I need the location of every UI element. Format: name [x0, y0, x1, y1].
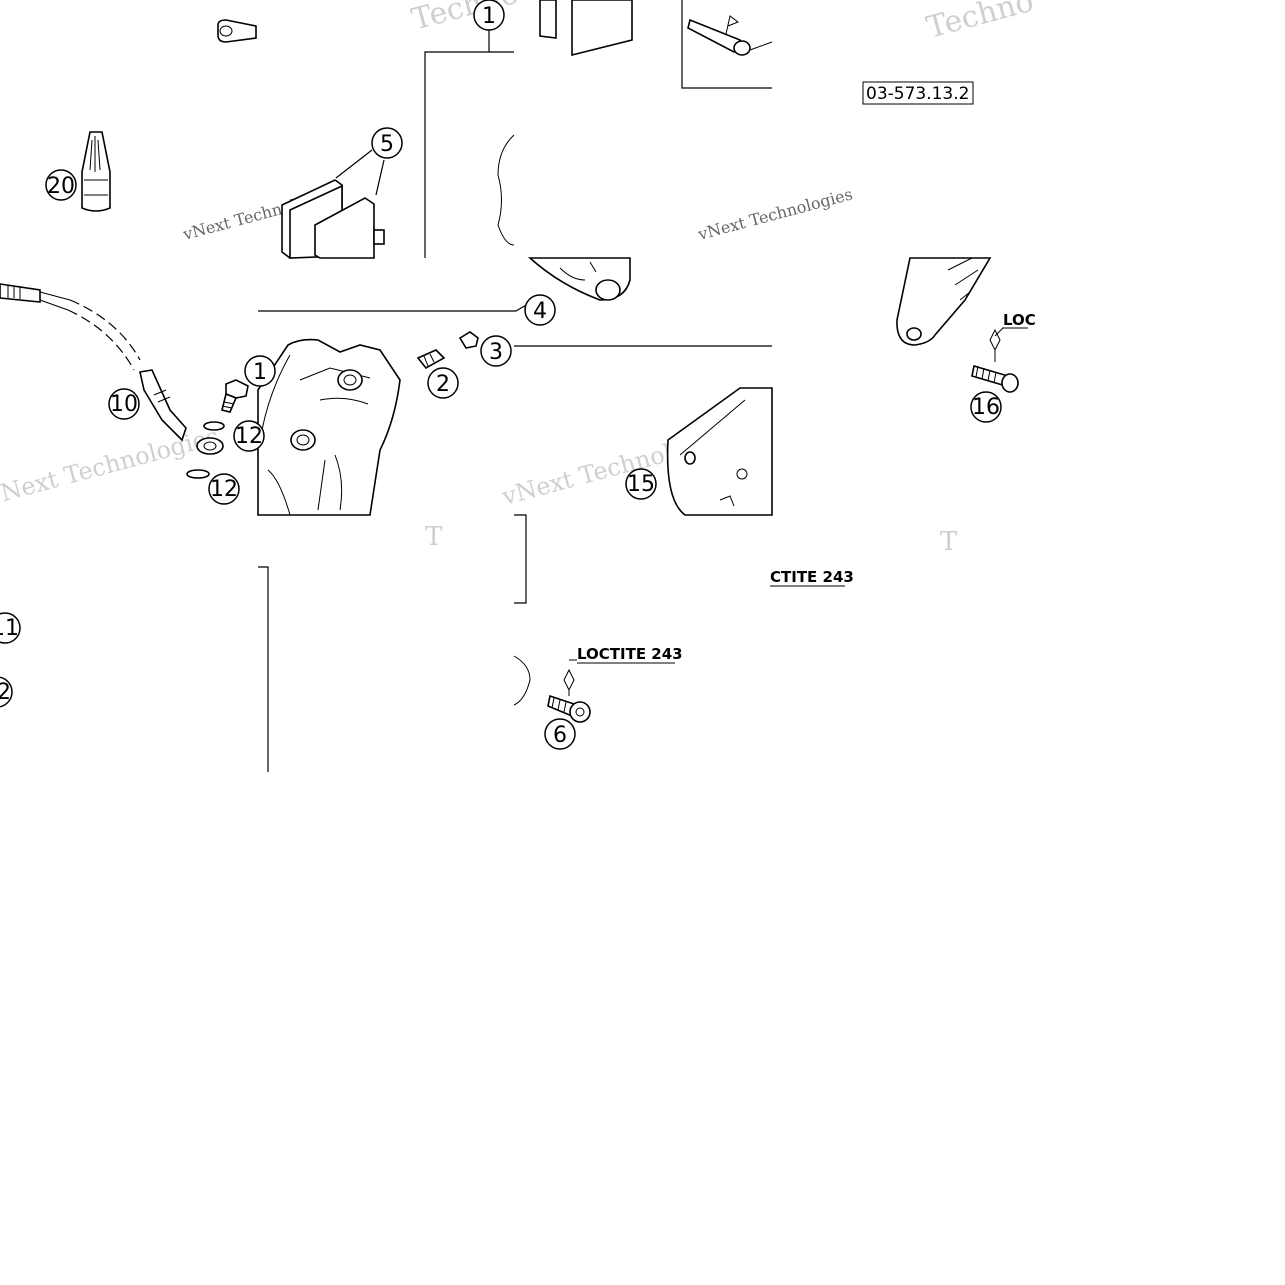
callout-12: 12 [0, 676, 13, 708]
callout-11: 11 [0, 612, 21, 644]
bracket-right [896, 257, 992, 346]
svg-text:15: 15 [627, 472, 655, 497]
bolt-16 [971, 327, 1028, 393]
svg-text:11: 11 [0, 616, 19, 641]
callout-15: 15 [625, 468, 657, 500]
banjo-fitting [217, 19, 257, 43]
caliper-edge [513, 655, 531, 706]
bolt-6 [547, 659, 591, 723]
leader-line [258, 566, 269, 772]
svg-text:10: 10 [110, 392, 138, 417]
svg-text:4: 4 [533, 299, 547, 324]
svg-text:16: 16 [972, 395, 1000, 420]
loctite-note: LOCTITE 243 [577, 645, 683, 663]
callout-2: 2 [427, 367, 459, 399]
banjo-bolt [221, 379, 249, 413]
caliper-bottom-fragment [527, 257, 631, 301]
svg-text:6: 6 [553, 723, 567, 748]
callout-5: 5 [371, 127, 403, 159]
callout-1: 1 [473, 0, 505, 31]
svg-text:2: 2 [436, 372, 450, 397]
leader-line [258, 303, 529, 312]
bleeder-cap [458, 331, 479, 349]
mounting-bracket [666, 387, 773, 516]
loctite-bottle [81, 131, 111, 212]
callout-16: 16 [970, 391, 1002, 423]
loctite-note: CTITE 243 [770, 568, 854, 586]
loctite-note: LOC [1003, 311, 1036, 329]
pad-top [539, 0, 633, 57]
svg-text:1: 1 [482, 4, 496, 29]
brake-hose [0, 283, 224, 455]
part-code-box [862, 81, 974, 105]
leader-line [514, 514, 527, 604]
caliper-outline [497, 134, 515, 246]
pin-detail-box [681, 0, 773, 89]
callout-3: 3 [480, 335, 512, 367]
callout-6: 6 [544, 718, 576, 750]
leader-line [424, 30, 490, 258]
bleeder-screw [416, 349, 446, 370]
svg-text:20: 20 [47, 174, 75, 199]
callout-4: 4 [524, 294, 556, 326]
watermark: Techno [408, 0, 522, 38]
watermark: vNext Technologies [0, 422, 222, 511]
svg-text:12: 12 [210, 477, 238, 502]
brake-pads [281, 149, 385, 259]
callout-12: 12 [208, 473, 240, 505]
washer [186, 421, 225, 479]
watermark: T [425, 522, 443, 552]
watermark: Techno [923, 0, 1037, 46]
svg-text:1: 1 [253, 360, 267, 385]
part-code: 03-573.13.2 [866, 84, 969, 104]
svg-text:5: 5 [380, 132, 394, 157]
leader-line [994, 327, 1004, 337]
caliper-body [257, 338, 401, 516]
callout-10: 10 [108, 388, 140, 420]
svg-text:12: 12 [235, 424, 263, 449]
watermark: T [940, 527, 958, 557]
callout-12: 12 [233, 420, 265, 452]
callout-20: 20 [45, 169, 77, 201]
svg-text:3: 3 [489, 340, 503, 365]
callout-1-partial: 1 [244, 355, 276, 387]
svg-text:12: 12 [0, 680, 11, 705]
watermark: vNext Technologies [695, 184, 854, 244]
